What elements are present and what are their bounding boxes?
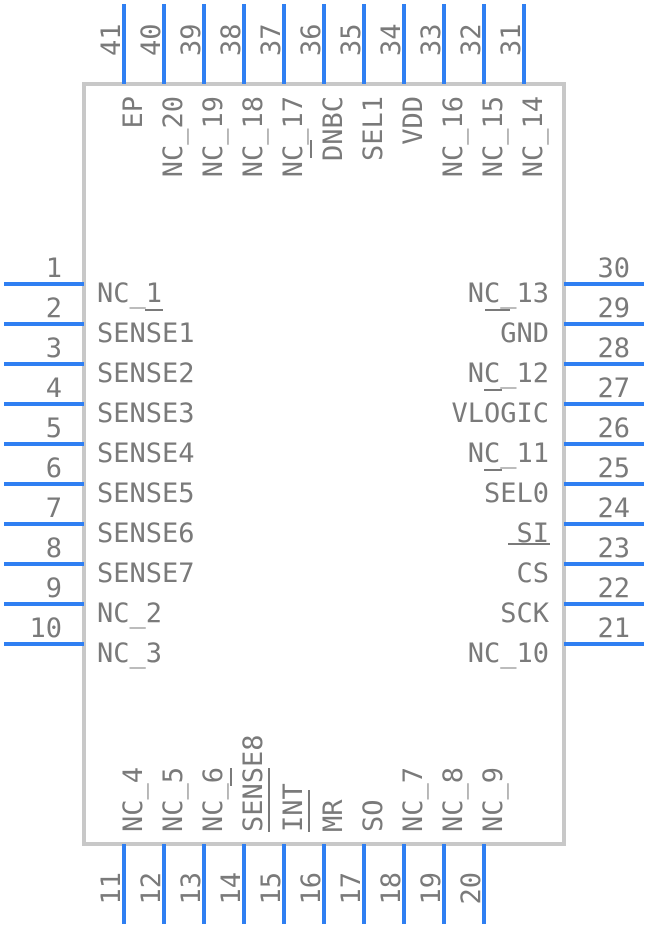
pin-number: 33 [416,23,447,56]
pin-number: 11 [96,872,127,905]
pin-label-nc-8: NC_8 [438,767,469,832]
pin-label-nc-9: NC_9 [478,767,509,832]
pin-label-int: INT [278,783,309,832]
pin-number: 40 [136,23,167,56]
pin-number: 5 [46,413,62,444]
pin-number: 14 [216,872,247,905]
pin-label-sel1: SEL1 [358,96,389,161]
pin-label-nc-11: NC_11 [468,438,549,469]
pin-label-nc-18: NC_18 [238,96,269,177]
pin-number: 23 [597,533,630,564]
pin-label-nc-14: NC_14 [518,96,549,177]
pin-number: 16 [296,872,327,905]
pin-label-nc-1: NC_1 [97,278,162,309]
pin-label-nc-19: NC_19 [198,96,229,177]
pin-number: 4 [46,373,62,404]
pin-label-dnbc: DNBC [318,96,349,161]
pin-number: 29 [597,293,630,324]
pin-number: 13 [176,872,207,905]
pin-label-nc-12: NC_12 [468,358,549,389]
pin-number: 10 [29,613,62,644]
pin-label-mr: MR [318,799,349,832]
pin-number: 37 [256,23,287,56]
pin-number: 22 [597,573,630,604]
pin-number: 28 [597,333,630,364]
pin-label-sel0: SEL0 [484,478,549,509]
pin-label-sck: SCK [500,598,550,629]
pin-label-cs: CS [516,558,549,589]
pin-label-sense6: SENSE6 [97,518,195,549]
pin-label-nc-10: NC_10 [468,638,549,669]
pin-number: 7 [46,493,62,524]
pin-number: 30 [597,253,630,284]
pin-number: 36 [296,23,327,56]
pin-label-nc-13: NC_13 [468,278,549,309]
pin-number: 35 [336,23,367,56]
pin-number: 6 [46,453,62,484]
pin-label-nc-7: NC_7 [398,767,429,832]
pin-label-sense2: SENSE2 [97,358,195,389]
pin-label-nc-5: NC_5 [158,767,189,832]
pin-label-sense7: SENSE7 [97,558,195,589]
pin-number: 20 [456,872,487,905]
pin-number: 31 [496,23,527,56]
pin-number: 8 [46,533,62,564]
pin-label-nc-4: NC_4 [118,767,149,832]
pin-number: 27 [597,373,630,404]
pin-label-vlogic: VLOGIC [451,398,549,429]
pin-label-nc-20: NC_20 [158,96,189,177]
pin-number: 41 [96,23,127,56]
pin-label-nc-2: NC_2 [97,598,162,629]
pin-label-so: SO [358,799,389,832]
pin-label-nc-17: NC_17 [278,96,309,177]
pin-number: 24 [597,493,630,524]
pin-label-vdd: VDD [398,96,429,145]
pin-number: 2 [46,293,62,324]
pin-label-nc-6: NC_6 [198,767,229,832]
pin-number: 19 [416,872,447,905]
chip-body [82,82,566,846]
pin-number: 18 [376,872,407,905]
pin-number: 38 [216,23,247,56]
pin-number: 17 [336,872,367,905]
pin-label-nc-15: NC_15 [478,96,509,177]
pin-number: 15 [256,872,287,905]
pin-number: 32 [456,23,487,56]
pin-label-sense4: SENSE4 [97,438,195,469]
pin-number: 3 [46,333,62,364]
pin-number: 39 [176,23,207,56]
pin-label-sense3: SENSE3 [97,398,195,429]
pin-number: 1 [46,253,62,284]
pin-number: 21 [597,613,630,644]
pin-number: 12 [136,872,167,905]
pin-number: 9 [46,573,62,604]
pin-label-gnd: GND [500,318,549,349]
pin-number: 25 [597,453,630,484]
pin-label-sense8: SENSE8 [238,734,269,832]
pin-number: 34 [376,23,407,56]
pin-label-nc-16: NC_16 [438,96,469,177]
pin-label-nc-3: NC_3 [97,638,162,669]
pin-number: 26 [597,413,630,444]
pin-label-sense1: SENSE1 [97,318,195,349]
pin-label-sense5: SENSE5 [97,478,195,509]
pin-label-ep: EP [118,96,149,129]
